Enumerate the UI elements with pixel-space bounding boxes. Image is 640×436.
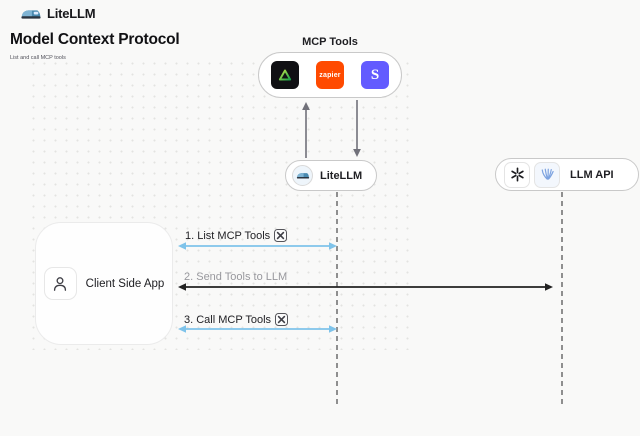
mcp-tools-node[interactable]: zapier S bbox=[258, 52, 402, 98]
user-icon bbox=[54, 276, 67, 291]
mcp-tools-title: MCP Tools bbox=[302, 36, 358, 48]
crossed-tools-icon bbox=[276, 231, 285, 240]
message-2-label: 2. Send Tools to LLM bbox=[184, 271, 288, 283]
triangle-glyph-icon bbox=[278, 69, 292, 81]
litellm-logo-icon bbox=[21, 9, 41, 19]
zapier-tool-icon: zapier bbox=[316, 61, 344, 89]
stripe-tool-icon: S bbox=[361, 61, 389, 89]
arrow-3-call-mcp-tools bbox=[178, 325, 337, 333]
llm-api-node-label: LLM API bbox=[570, 168, 614, 181]
client-icon-box bbox=[43, 267, 77, 300]
triangle-tool-icon bbox=[271, 61, 299, 89]
litellm-train-icon bbox=[296, 173, 309, 179]
tools-icon bbox=[275, 313, 289, 326]
message-1-label: 1. List MCP Tools bbox=[185, 229, 271, 242]
provider-glyph-icon bbox=[541, 168, 554, 180]
openai-icon bbox=[504, 161, 530, 188]
tools-icon bbox=[274, 229, 288, 242]
message-3-call-mcp-tools: 3. Call MCP Tools bbox=[184, 313, 289, 326]
page-title: Model Context Protocol bbox=[10, 31, 180, 48]
zapier-wordmark: zapier bbox=[319, 71, 341, 79]
crossed-tools-icon bbox=[277, 315, 286, 324]
message-3-label: 3. Call MCP Tools bbox=[184, 313, 272, 326]
openai-glyph-icon bbox=[510, 167, 524, 182]
arrow-2-send-tools-to-llm bbox=[178, 283, 553, 291]
brand-name: LiteLLM bbox=[47, 6, 96, 21]
page-subtitle: List and call MCP tools bbox=[10, 55, 66, 61]
llm-provider-icon bbox=[534, 161, 560, 188]
arrow-mcp-to-litellm bbox=[353, 100, 361, 157]
litellm-node-label: LiteLLM bbox=[320, 169, 363, 182]
arrow-litellm-to-mcp bbox=[302, 102, 310, 158]
stripe-letter: S bbox=[370, 66, 380, 83]
client-node-label: Client Side App bbox=[85, 277, 165, 290]
llm-api-node[interactable]: LLM API bbox=[495, 158, 639, 191]
client-side-app-node[interactable]: Client Side App bbox=[35, 222, 173, 345]
litellm-node[interactable]: LiteLLM bbox=[285, 160, 377, 191]
message-2-send-tools-to-llm: 2. Send Tools to LLM bbox=[184, 271, 287, 283]
arrow-1-list-mcp-tools bbox=[178, 242, 337, 250]
litellm-node-icon bbox=[292, 165, 313, 186]
app-brand: LiteLLM bbox=[20, 6, 96, 21]
message-1-list-mcp-tools: 1. List MCP Tools bbox=[185, 229, 288, 242]
